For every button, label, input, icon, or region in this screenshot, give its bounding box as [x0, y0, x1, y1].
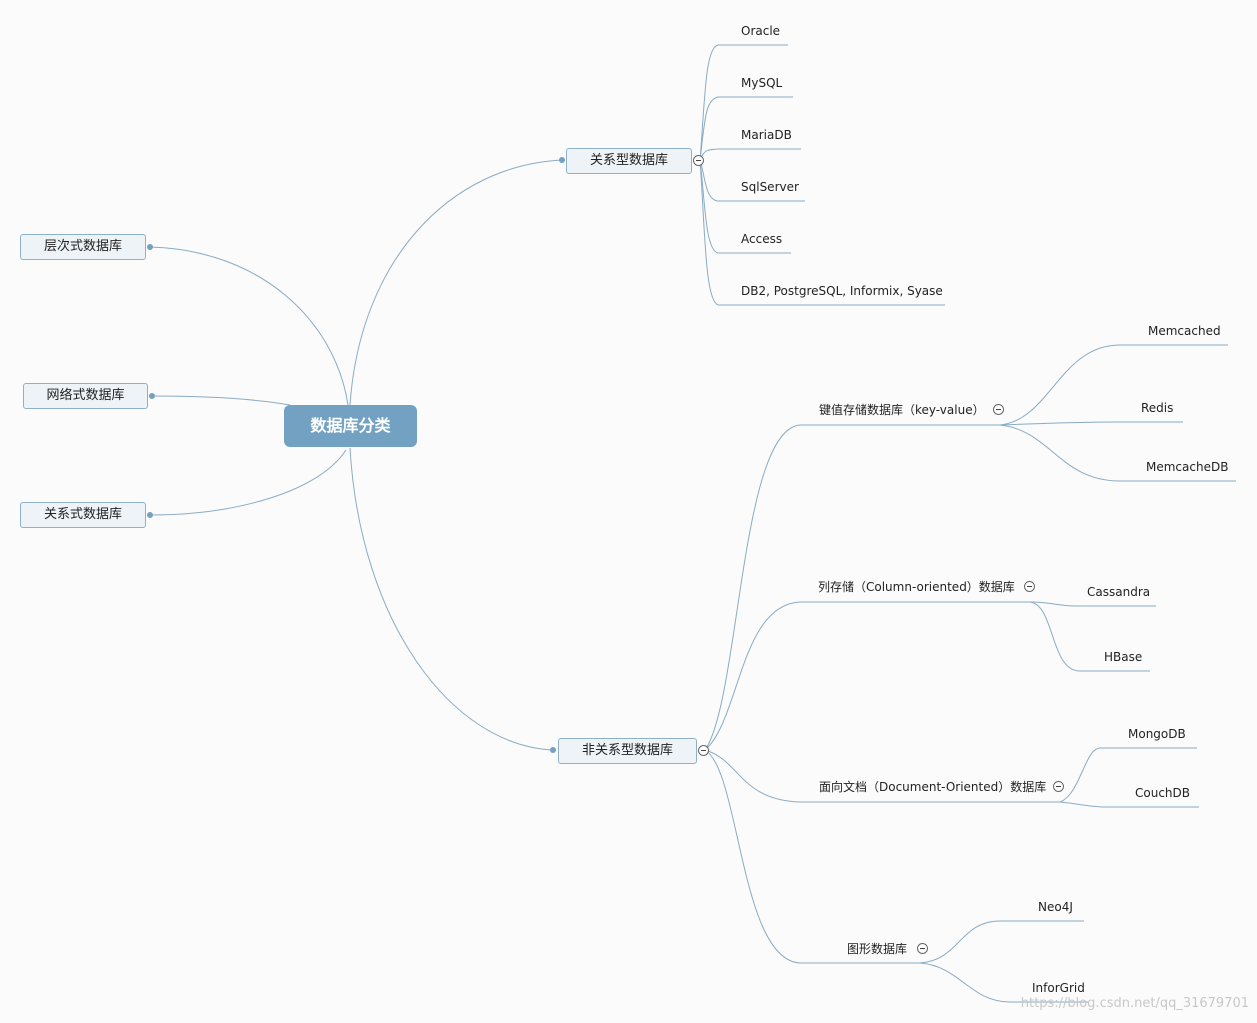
node-network-db[interactable]: 网络式数据库	[23, 383, 148, 409]
leaf-mariadb[interactable]: MariaDB	[741, 128, 792, 142]
leaf-memcached[interactable]: Memcached	[1148, 324, 1221, 338]
group-document-oriented[interactable]: 面向文档（Document-Oriented）数据库	[819, 780, 1047, 794]
root-label: 数据库分类	[310, 416, 391, 435]
leaf-mongodb[interactable]: MongoDB	[1128, 727, 1186, 741]
connector-dot	[559, 157, 565, 163]
link-root-nonrelational	[349, 447, 554, 751]
leaf-mysql[interactable]: MySQL	[741, 76, 783, 90]
leaf-oracle[interactable]: Oracle	[741, 24, 781, 38]
leaf-cassandra[interactable]: Cassandra	[1087, 585, 1151, 599]
node-relational-style-db[interactable]: 关系式数据库	[20, 502, 146, 528]
collapse-icon[interactable]	[1053, 781, 1064, 792]
root-node[interactable]: 数据库分类	[284, 405, 417, 447]
link-root-relational	[349, 159, 564, 406]
group-graph-db[interactable]: 图形数据库	[847, 942, 908, 956]
collapse-icon[interactable]	[917, 943, 928, 954]
watermark: https://blog.csdn.net/qq_31679701	[1020, 996, 1249, 1011]
leaf-redis[interactable]: Redis	[1141, 401, 1174, 415]
node-label: 关系型数据库	[589, 153, 668, 168]
node-label: 非关系型数据库	[581, 743, 673, 758]
leaf-neo4j[interactable]: Neo4J	[1038, 900, 1073, 914]
connector-dot	[149, 393, 155, 399]
leaf-hbase[interactable]: HBase	[1104, 650, 1143, 664]
node-nonrelational-db[interactable]: 非关系型数据库	[558, 738, 697, 764]
collapse-icon[interactable]	[1024, 581, 1035, 592]
collapse-icon[interactable]	[993, 404, 1004, 415]
collapse-icon[interactable]	[693, 155, 704, 166]
link-root-hierarchical	[149, 246, 349, 406]
group-key-value[interactable]: 键值存储数据库（key-value）	[819, 403, 985, 417]
leaf-sqlserver[interactable]: SqlServer	[741, 180, 799, 194]
connector-dot	[550, 747, 556, 753]
link-root-relational-left	[149, 449, 347, 516]
node-label: 关系式数据库	[43, 507, 122, 522]
leaf-couchdb[interactable]: CouchDB	[1135, 786, 1191, 800]
link-root-network	[151, 395, 291, 406]
connector-dot	[147, 512, 153, 518]
node-relational-db[interactable]: 关系型数据库	[566, 148, 692, 174]
collapse-icon[interactable]	[698, 745, 709, 756]
node-hierarchical-db[interactable]: 层次式数据库	[20, 234, 146, 260]
node-label: 层次式数据库	[43, 239, 122, 254]
leaf-inforgrid[interactable]: InforGrid	[1032, 981, 1085, 995]
leaf-access[interactable]: Access	[741, 232, 783, 246]
leaf-memcachedb[interactable]: MemcacheDB	[1146, 460, 1229, 474]
leaf-others[interactable]: DB2, PostgreSQL, Informix, Syase	[741, 284, 943, 298]
node-label: 网络式数据库	[46, 388, 125, 403]
connector-dot	[147, 244, 153, 250]
group-column-oriented[interactable]: 列存储（Column-oriented）数据库	[818, 580, 1015, 594]
